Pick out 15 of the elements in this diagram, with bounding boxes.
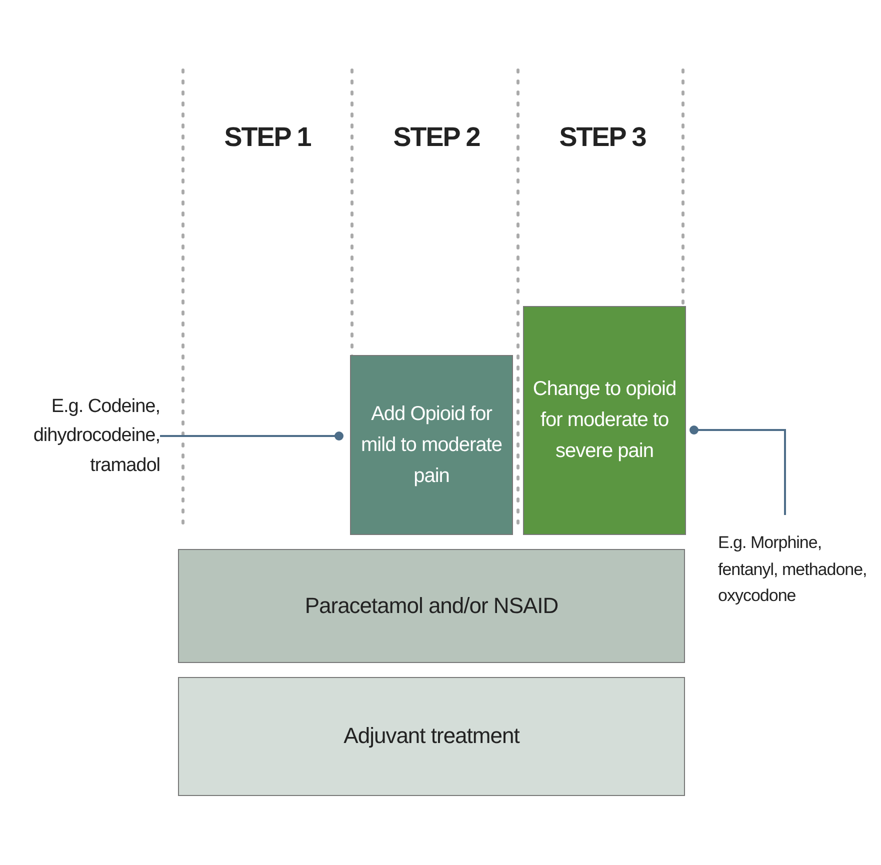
annotation-text: E.g. Codeine, dihydrocodeine, tramadol [32,394,160,478]
step-heading: STEP 1 [223,122,312,153]
treatment-bar [178,677,685,796]
step-heading: STEP 2 [392,122,481,153]
box-label: Change to opioid for moderate to severe pain [532,377,678,464]
treatment-bar [178,549,685,663]
box-label: Paracetamol and/or NSAID [304,592,560,620]
treatment-box [350,355,513,535]
connector-line [160,432,344,440]
treatment-box [523,306,686,535]
annotation-text: E.g. Morphine, fentanyl, methadone, oxycodone [718,532,868,608]
step-heading: STEP 3 [558,122,647,153]
connector-line [690,426,786,515]
box-label: Add Opioid for mild to moderate pain [360,402,503,488]
box-label: Adjuvant treatment [342,722,521,750]
